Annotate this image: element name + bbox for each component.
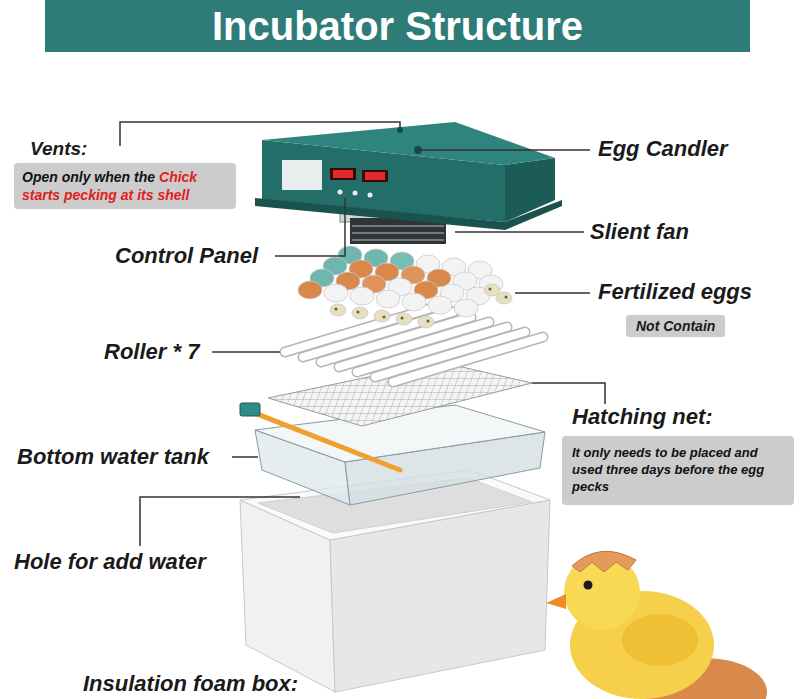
display <box>362 170 388 182</box>
leader-line <box>420 149 590 151</box>
quail-egg <box>496 292 512 304</box>
quail-spots <box>335 288 508 323</box>
button <box>338 190 343 195</box>
leader-line <box>275 198 345 256</box>
quail-egg <box>418 316 434 328</box>
fan-grille <box>352 225 444 227</box>
leader-line <box>232 456 258 458</box>
note-text: It only needs to be placed and used thre… <box>572 445 764 494</box>
callout-heading: Hatching net: <box>572 404 794 430</box>
note-box: Open only when theChick starts pecking a… <box>14 163 236 209</box>
chick-wing <box>622 614 698 666</box>
chick-eye <box>584 581 593 590</box>
note-box: It only needs to be placed and used thre… <box>562 436 794 505</box>
part-label: Bottom water tank <box>17 444 209 470</box>
eggs <box>298 246 512 328</box>
callout-heading: Fertilized eggs <box>598 279 783 305</box>
title-band <box>45 0 750 52</box>
title: Incubator Structure <box>45 0 750 52</box>
egg <box>428 296 452 314</box>
fan-grille <box>352 232 444 234</box>
egg <box>298 281 322 299</box>
button <box>368 193 373 198</box>
part-label: Egg Candler <box>598 136 728 162</box>
leader-line <box>212 351 280 353</box>
quail-egg <box>374 310 390 322</box>
quail-egg <box>330 304 346 316</box>
leader-line <box>532 383 605 404</box>
part-label: Slient fan <box>590 219 689 245</box>
leader-line <box>120 122 400 146</box>
part-label: Roller * 7 <box>104 339 199 365</box>
part-label: Hole for add water <box>14 549 206 575</box>
roller <box>393 337 543 382</box>
spot <box>427 320 430 323</box>
spot <box>357 311 360 314</box>
shell-cap <box>572 551 636 572</box>
quail-egg <box>352 307 368 319</box>
spot <box>401 317 404 320</box>
lid-top <box>262 122 555 165</box>
lid-flange <box>255 198 562 230</box>
tube-cap <box>240 403 260 416</box>
note-text: Open only when the <box>22 169 155 185</box>
note-box: Not Contain <box>626 315 725 337</box>
spot <box>489 288 492 291</box>
note-callout: Hatching net: It only needs to be placed … <box>562 404 794 505</box>
egg <box>402 293 426 311</box>
note-callout: Fertilized eggsNot Contain <box>598 279 783 337</box>
leader-line <box>515 292 590 294</box>
button <box>353 191 358 196</box>
leader-line <box>455 231 584 233</box>
rollers <box>285 307 543 382</box>
part-label: Insulation foam box: <box>83 671 298 697</box>
fan-grille <box>352 239 444 241</box>
egg <box>454 299 478 317</box>
spot <box>505 296 508 299</box>
quail-egg <box>396 313 412 325</box>
leader-line <box>140 497 300 546</box>
egg <box>376 290 400 308</box>
spot <box>383 316 386 319</box>
roller <box>393 337 543 382</box>
display <box>330 168 356 180</box>
egg <box>324 284 348 302</box>
note-text: Not Contain <box>636 318 715 334</box>
chick-beak <box>546 594 566 609</box>
egg <box>350 287 374 305</box>
part-label: Control Panel <box>115 243 258 269</box>
display-digits <box>333 170 353 178</box>
panel-label <box>282 160 322 190</box>
display-digits <box>365 172 385 180</box>
note-callout: Vents: Open only when theChick starts pec… <box>14 138 236 209</box>
callout-heading: Vents: <box>30 138 236 160</box>
spot <box>335 308 338 311</box>
